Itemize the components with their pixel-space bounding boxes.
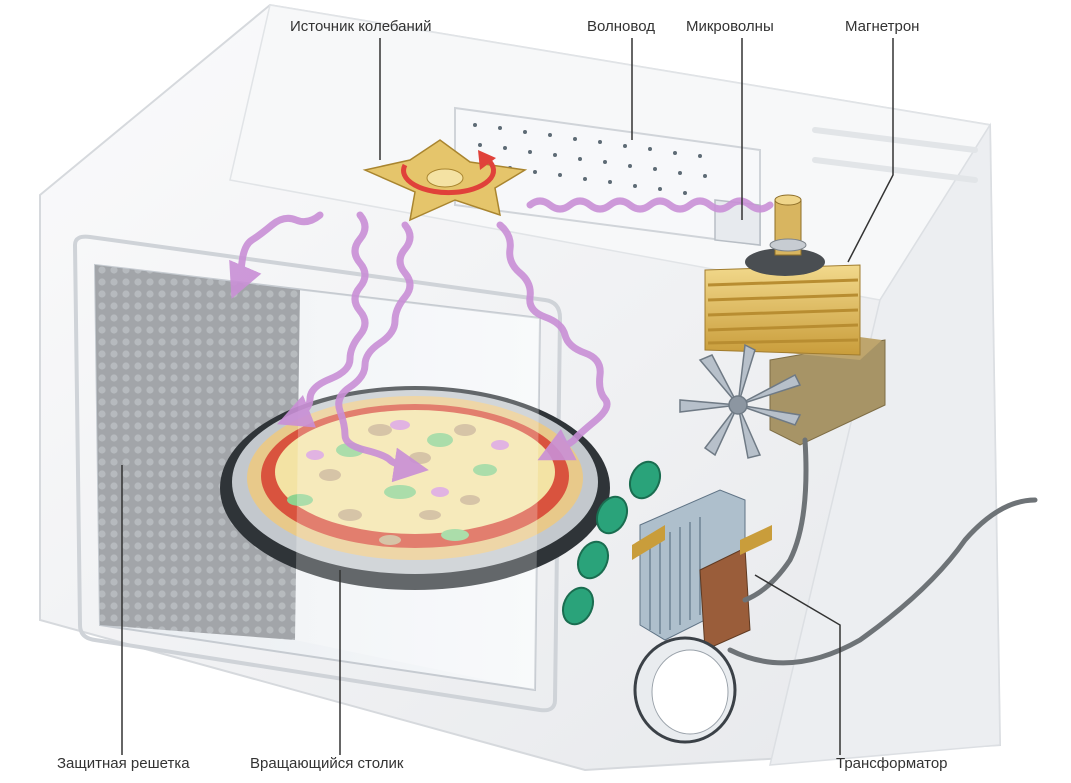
label-oscillator: Источник колебаний [290,18,432,35]
label-transformer: Трансформатор [836,755,948,772]
power-cable [727,437,1038,666]
microwave-waves [229,197,774,483]
label-mesh: Защитная решетка [57,755,190,772]
label-microwaves: Микроволны [686,18,774,35]
transformer [632,489,772,651]
label-magnetron: Магнетрон [845,18,920,35]
protective-mesh [95,265,300,640]
label-turntable: Вращающийся столик [250,755,404,772]
label-waveguide: Волновод [587,18,655,35]
door-glass [295,290,540,690]
capacitor [633,636,737,744]
oscillator [362,139,528,222]
callout-lines [121,38,894,755]
cooling-fan [679,343,802,459]
control-buttons [561,460,662,626]
